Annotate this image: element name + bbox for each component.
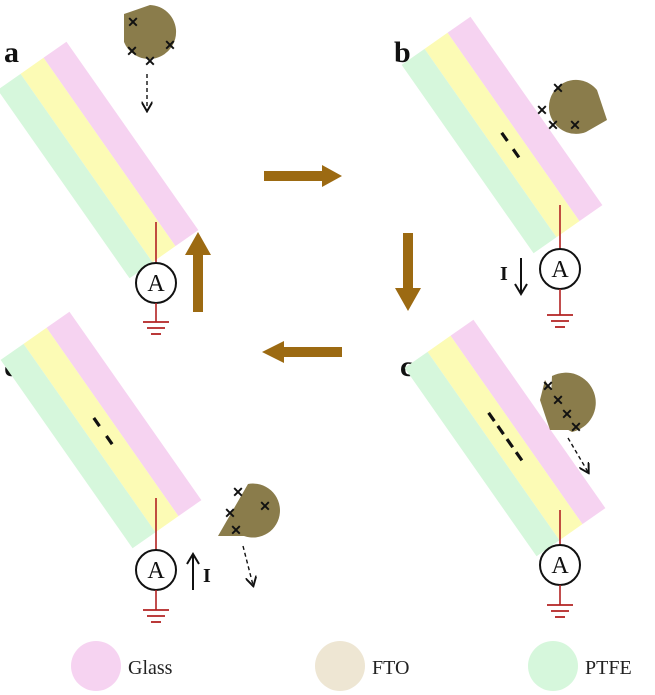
negative-charge: [505, 438, 515, 449]
svg-text:✕: ✕: [542, 378, 554, 394]
negative-charge: [105, 435, 114, 446]
ammeter-label-c: A: [551, 553, 569, 579]
panel-a: a A ✕ ✕ ✕ ✕: [0, 5, 199, 335]
positive-charges-c: ✕ ✕ ✕ ✕: [542, 378, 582, 435]
legend: Glass FTO PTFE: [71, 641, 632, 691]
layer-stack-c: [404, 319, 606, 557]
panel-label-a: a: [4, 36, 19, 69]
legend-label-glass: Glass: [128, 657, 173, 679]
current-label-d: I: [203, 565, 211, 587]
current-arrow-up-icon: [186, 552, 200, 590]
fto-layer: [20, 57, 176, 263]
svg-text:✕: ✕: [547, 117, 559, 133]
svg-text:✕: ✕: [232, 484, 244, 500]
svg-text:✕: ✕: [224, 505, 236, 521]
legend-label-ptfe: PTFE: [585, 657, 632, 679]
positive-charges-b: ✕ ✕ ✕ ✕: [536, 80, 581, 133]
negative-charge: [92, 417, 101, 428]
negative-charge: [514, 451, 524, 462]
negative-charge: [511, 148, 521, 159]
svg-text:✕: ✕: [569, 117, 581, 133]
current-label-b: I: [500, 263, 508, 285]
droplet-d: [218, 483, 280, 538]
current-arrow-down-icon: [514, 258, 528, 296]
negative-charge: [487, 411, 496, 422]
ptfe-layer: [0, 343, 156, 549]
droplet-a: [124, 5, 177, 59]
glass-layer: [46, 311, 202, 517]
svg-text:✕: ✕: [127, 14, 139, 30]
ptfe-layer: [404, 351, 560, 557]
svg-text:✕: ✕: [144, 53, 156, 69]
svg-text:✕: ✕: [259, 498, 271, 514]
svg-text:✕: ✕: [552, 80, 564, 96]
ammeter-label-b: A: [551, 257, 569, 283]
droplet-c-contact: [540, 380, 575, 430]
ground-icon: [547, 314, 573, 328]
positive-charges-a: ✕ ✕ ✕ ✕: [126, 14, 176, 69]
negative-charge: [496, 425, 505, 436]
glass-layer: [447, 16, 603, 222]
panel-c: c A ✕ ✕ ✕ ✕: [400, 319, 606, 618]
layer-stack-a: [0, 41, 199, 279]
fto-layer: [427, 335, 583, 541]
layer-stack-d: [0, 311, 202, 549]
ground-icon: [143, 609, 169, 623]
svg-text:✕: ✕: [230, 522, 242, 538]
arrow-left-icon: [262, 341, 342, 363]
ammeter-label-a: A: [147, 271, 165, 297]
panel-label-b: b: [394, 36, 411, 69]
arrow-down-icon: [395, 233, 421, 311]
panel-d: d A I ✕ ✕ ✕ ✕: [0, 311, 280, 623]
ptfe-layer: [401, 48, 557, 254]
svg-text:✕: ✕: [164, 37, 176, 53]
svg-text:✕: ✕: [126, 43, 138, 59]
cycle-arrows: [185, 165, 421, 363]
ground-icon: [143, 321, 169, 335]
legend-swatch-ptfe: [528, 641, 578, 691]
svg-text:✕: ✕: [552, 392, 564, 408]
legend-label-fto: FTO: [372, 657, 409, 679]
negative-charge: [500, 131, 509, 142]
svg-text:✕: ✕: [561, 406, 573, 422]
svg-text:✕: ✕: [536, 102, 548, 118]
arrow-up-icon: [185, 232, 211, 312]
panel-b: b A I ✕ ✕ ✕ ✕: [394, 16, 607, 328]
arrow-right-icon: [264, 165, 342, 187]
glass-layer: [43, 41, 199, 247]
layer-stack-b: [401, 16, 603, 254]
ptfe-layer: [0, 73, 153, 279]
ground-icon: [547, 604, 573, 618]
positive-charges-d: ✕ ✕ ✕ ✕: [224, 484, 271, 538]
fto-layer: [23, 327, 179, 533]
droplet-b: [548, 79, 607, 134]
svg-text:✕: ✕: [570, 419, 582, 435]
ammeter-label-d: A: [147, 558, 165, 584]
legend-swatch-glass: [71, 641, 121, 691]
fall-arrow-d: [242, 545, 253, 585]
legend-swatch-fto: [315, 641, 365, 691]
glass-layer: [450, 319, 606, 525]
